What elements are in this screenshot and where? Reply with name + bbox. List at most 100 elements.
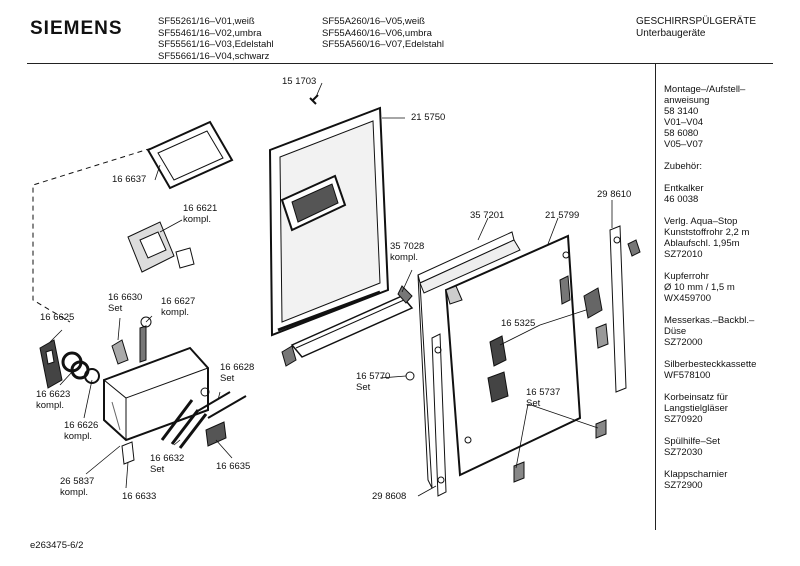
hinge-part xyxy=(513,461,525,483)
part-label: 16 6630 Set xyxy=(108,292,142,314)
accessory-line: 58 3140 xyxy=(664,106,699,117)
accessory-line: Silberbesteckkassette xyxy=(664,359,757,370)
subcategory-title: Unterbaugeräte xyxy=(636,28,706,39)
accessory-line: Klappscharnier xyxy=(664,469,728,480)
door-rail-part xyxy=(281,285,414,367)
accessory-line: Messerkas.–Backbl.– xyxy=(664,315,755,326)
model-list-right: SF55A260/16–V05,weiß SF55A460/16–V06,umb… xyxy=(322,16,444,51)
header-divider xyxy=(27,63,773,64)
accessory-line: Düse xyxy=(664,326,687,337)
decor-frame-part xyxy=(417,231,521,489)
part-number: 26 5837 xyxy=(60,476,95,487)
category-title: GESCHIRRSPÜLGERÄTE xyxy=(636,16,757,27)
hinge-part xyxy=(583,287,603,319)
accessory-line: Verlg. Aqua–Stop xyxy=(664,216,738,227)
washer-part xyxy=(405,371,415,381)
part-label: 16 6623 kompl. xyxy=(36,389,70,411)
screw-part xyxy=(309,94,319,105)
part-label: 16 6633 xyxy=(122,491,157,502)
part-note: kompl. xyxy=(390,252,418,263)
lever-part xyxy=(195,391,247,419)
part-label: 16 5325 xyxy=(501,318,536,329)
part-label: 16 6627 kompl. xyxy=(161,296,195,318)
accessory-line: 46 0038 xyxy=(664,194,699,205)
accessory-line: V01–V04 xyxy=(664,117,704,128)
switch-part xyxy=(111,339,129,365)
sidebar-divider xyxy=(655,63,656,530)
accessory-line: SZ72900 xyxy=(664,480,703,491)
part-label: 16 6632 Set xyxy=(150,453,184,475)
part-note: kompl. xyxy=(161,307,189,318)
part-label: 16 6625 xyxy=(40,312,75,323)
accessory-line: Ø 10 mm / 1,5 m xyxy=(664,282,735,293)
part-label: 16 6628 Set xyxy=(220,362,254,384)
part-label: 15 1703 xyxy=(282,76,317,87)
hinge-part xyxy=(487,371,509,403)
accessory-line: Kupferrohr xyxy=(664,271,709,282)
part-label: 29 8610 xyxy=(597,189,632,200)
hinge-part xyxy=(595,419,607,439)
outer-door-panel xyxy=(444,234,582,477)
part-label: 16 6637 xyxy=(112,174,147,185)
part-label: 16 6621 kompl. xyxy=(183,203,217,225)
trim-strip-left xyxy=(431,333,447,497)
model-item: SF55A560/16–V07,Edelstahl xyxy=(322,39,445,50)
accessory-line: Ablaufschl. 1,95m xyxy=(664,238,740,249)
brand-logo: SIEMENS xyxy=(30,18,123,39)
accessory-line: Entkalker xyxy=(664,183,704,194)
trim-strip-right xyxy=(609,225,641,393)
hinge-part xyxy=(595,323,609,349)
accessory-line: anweisung xyxy=(664,95,710,106)
dashed-guide-line xyxy=(32,142,169,323)
part-label: 21 5799 xyxy=(545,210,580,221)
part-number: 16 5770 xyxy=(356,371,391,382)
model-list-left: SF55261/16–V01,weiß SF55461/16–V02,umbra… xyxy=(158,16,274,62)
part-label: 16 5770 Set xyxy=(356,371,390,393)
relay-part xyxy=(205,421,227,447)
inner-door-panel xyxy=(268,106,390,337)
part-label: 16 5737 Set xyxy=(526,387,560,409)
accessory-line: V05–V07 xyxy=(664,139,704,150)
accessory-line: SZ70920 xyxy=(664,414,703,425)
part-note: kompl. xyxy=(183,214,211,225)
accessory-line: Langstielgläser xyxy=(664,403,728,414)
knob-part xyxy=(39,339,63,389)
part-number: 16 6627 xyxy=(161,296,196,307)
pin-part xyxy=(139,325,147,363)
control-panel-housing xyxy=(103,346,209,442)
accessory-line: SZ72000 xyxy=(664,337,703,348)
part-number: 16 6626 xyxy=(64,420,99,431)
accessory-line: WF578100 xyxy=(664,370,711,381)
accessory-line: Spülhilfe–Set xyxy=(664,436,720,447)
part-note: Set xyxy=(356,382,371,393)
accessory-line: Zubehör: xyxy=(664,161,703,172)
part-label: 26 5837 kompl. xyxy=(60,476,94,498)
hinge-part xyxy=(489,335,507,367)
leader-lines xyxy=(49,82,613,497)
part-note: Set xyxy=(526,398,541,409)
model-item: SF55561/16–V03,Edelstahl xyxy=(158,39,274,50)
part-label: 16 6626 kompl. xyxy=(64,420,98,442)
accessory-line: 58 6080 xyxy=(664,128,699,139)
part-note: kompl. xyxy=(60,487,88,498)
bracket-part xyxy=(121,441,135,465)
part-number: 35 7028 xyxy=(390,241,425,252)
ring-part xyxy=(84,368,100,384)
part-note: kompl. xyxy=(64,431,92,442)
model-item: SF55A260/16–V05,weiß xyxy=(322,16,425,27)
part-label: 16 6635 xyxy=(216,461,251,472)
category-block: GESCHIRRSPÜLGERÄTE Unterbaugeräte xyxy=(636,16,756,40)
accessory-line: SZ72010 xyxy=(664,249,703,260)
part-number: 16 6628 xyxy=(220,362,255,373)
spring-part xyxy=(160,399,208,449)
accessory-section: Zubehör: xyxy=(664,161,789,172)
